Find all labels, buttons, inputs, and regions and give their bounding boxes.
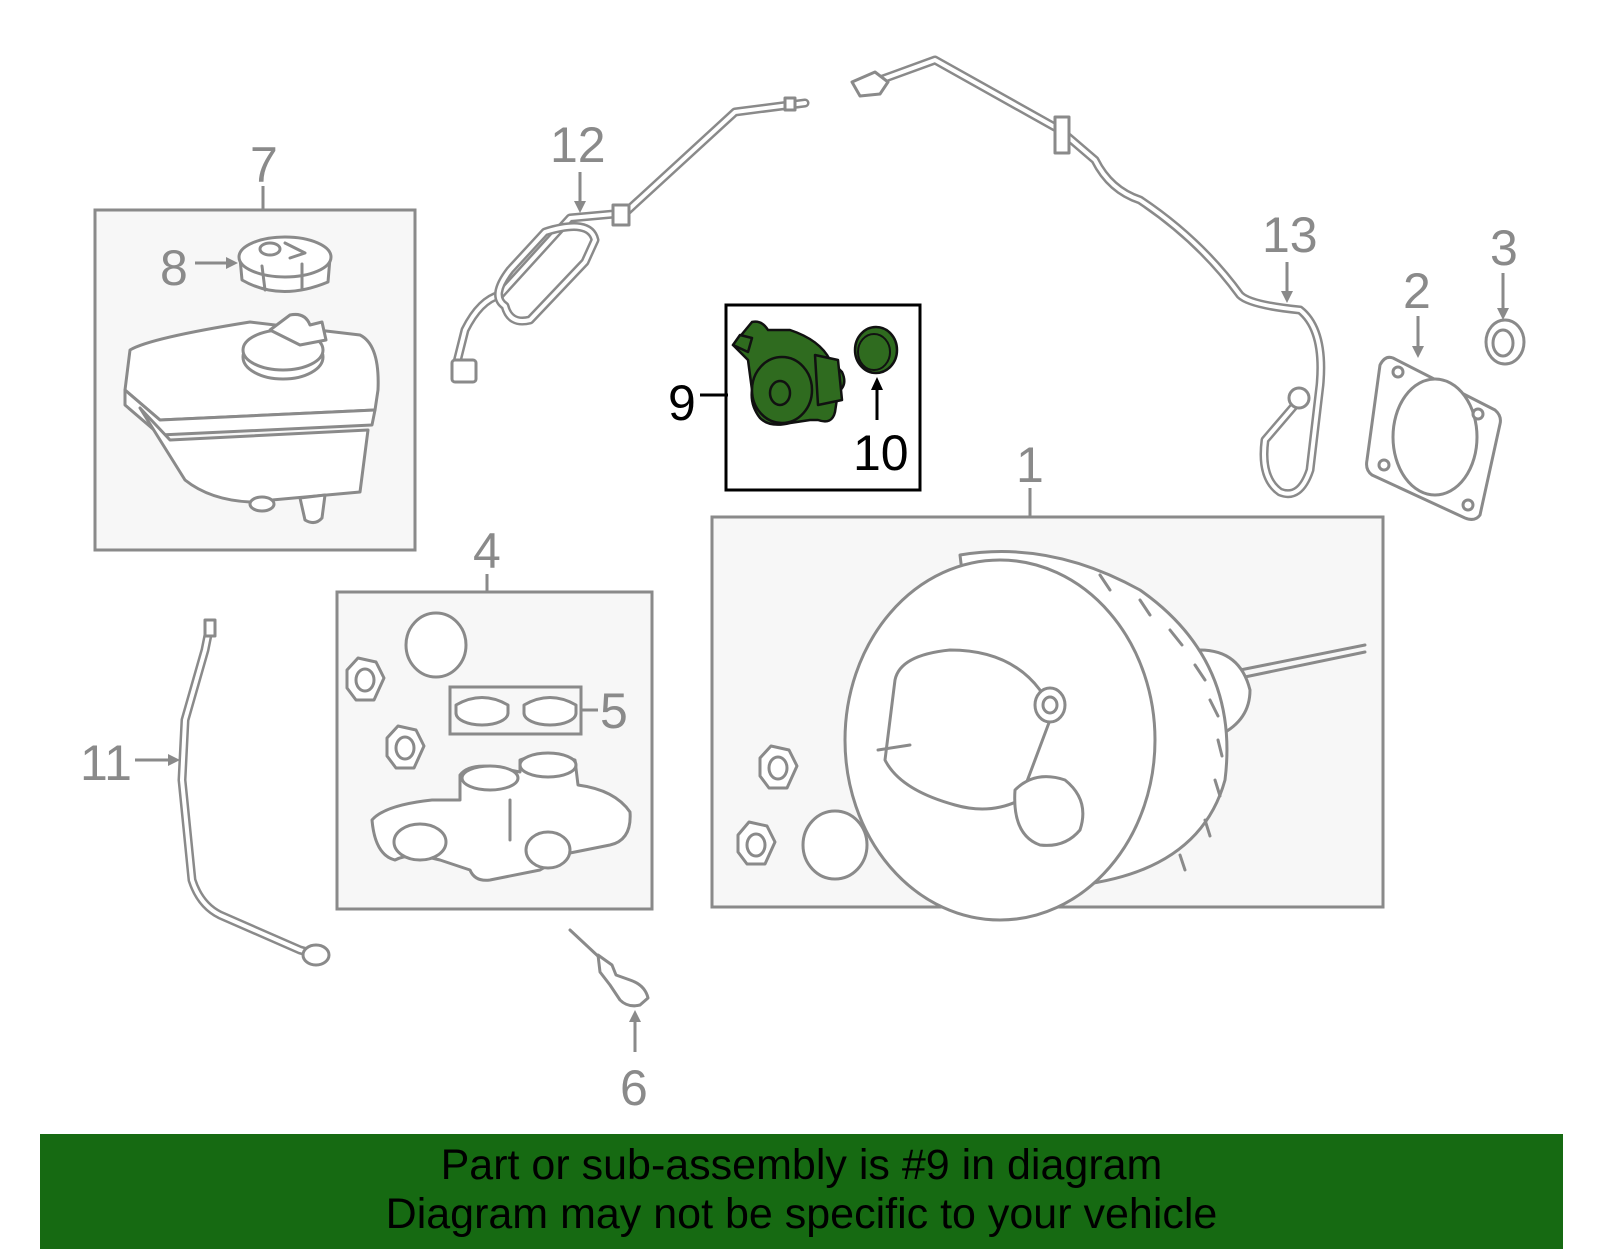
gasket-2-icon[interactable] [1365,355,1502,521]
callout-1[interactable]: 1 [1016,437,1044,493]
callout-7[interactable]: 7 [250,137,278,193]
vacuum-pump-9-icon[interactable] [731,320,846,426]
reservoir-cap-icon[interactable] [237,235,333,293]
master-cylinder-4-icon[interactable] [370,751,632,882]
nut-icon-3[interactable] [758,744,799,790]
brake-booster-group: 1 [710,437,1385,922]
callout-13[interactable]: 13 [1262,207,1318,263]
reservoir-tank-icon [123,313,380,525]
callout-8[interactable]: 8 [160,240,188,296]
o-ring-icon-2[interactable] [801,809,869,881]
booster-1-icon[interactable] [843,550,1367,922]
nut-icon[interactable] [345,656,386,702]
o-ring-icon[interactable] [404,611,468,679]
nut-icon-2[interactable] [385,724,426,770]
seal-5-icon[interactable] [454,696,578,727]
reservoir-assembly-group: 7 8 [93,137,417,552]
callout-6[interactable]: 6 [620,1060,648,1116]
master-cylinder-group: 4 5 [335,523,654,911]
callout-9[interactable]: 9 [668,375,696,431]
callout-11[interactable]: 11 [80,735,132,791]
nut-icon-4[interactable] [736,820,777,866]
banner-line-2: Diagram may not be specific to your vehi… [385,1190,1218,1238]
vacuum-pump-box-group: 9 10 [668,303,922,492]
callout-5[interactable]: 5 [600,683,628,739]
banner-line-1: Part or sub-assembly is #9 in diagram [440,1141,1163,1189]
callout-2[interactable]: 2 [1403,263,1431,319]
vacuum-hose-13-icon[interactable] [850,55,1326,499]
callout-12[interactable]: 12 [550,117,606,173]
brake-line-11-icon[interactable] [177,618,331,967]
brake-line-12-icon[interactable] [450,96,810,384]
callout-10[interactable]: 10 [853,425,909,481]
sensor-6-icon[interactable] [568,928,650,1008]
info-banner: Part or sub-assembly is #9 in diagram Di… [40,1134,1563,1249]
callout-3[interactable]: 3 [1490,220,1518,276]
seal-10-icon[interactable] [853,325,899,375]
callout-4[interactable]: 4 [473,523,501,579]
seal-ring-3-icon[interactable] [1484,318,1526,366]
